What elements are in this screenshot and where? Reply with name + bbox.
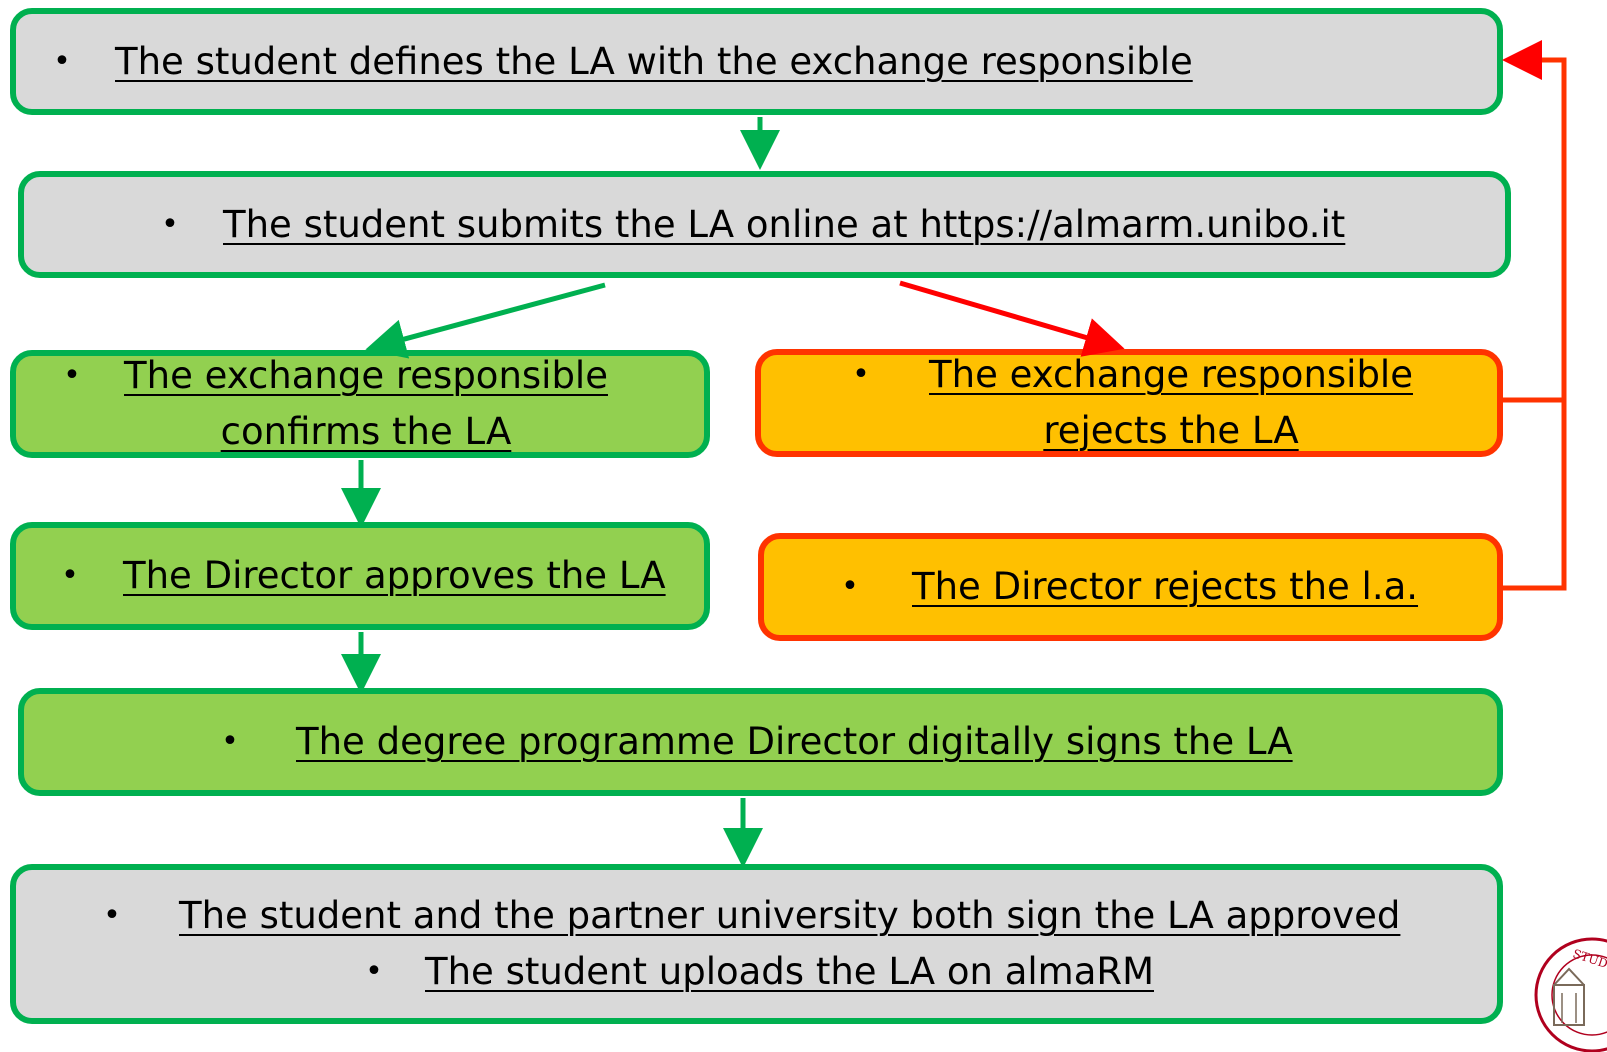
step-submit-line: • The student submits the LA online at h…	[24, 197, 1505, 253]
step-sign-director-line: • The degree programme Director digitall…	[24, 714, 1497, 770]
bullet: •	[63, 358, 81, 393]
step-define-line: • The student defines the LA with the ex…	[16, 34, 1497, 90]
bullet: •	[103, 898, 121, 933]
step-sign-director-text: The degree programme Director digitally …	[296, 720, 1293, 763]
step-sign-director-box: • The degree programme Director digitall…	[18, 688, 1503, 796]
step-define-box: • The student defines the LA with the ex…	[10, 8, 1503, 115]
bullet: •	[53, 43, 71, 79]
bullet: •	[365, 954, 383, 989]
step-submit-text: The student submits the LA online at htt…	[223, 202, 1346, 246]
step-final-box: • The student and the partner university…	[10, 864, 1503, 1024]
step-confirm-box: • The exchange responsible confirms the …	[10, 350, 710, 458]
university-seal-logo: STUDIORUM	[1534, 937, 1607, 1052]
step-reject-exchange-box: • The exchange responsible rejects the L…	[755, 349, 1503, 457]
step-approve-box: • The Director approves the LA	[10, 522, 710, 630]
step-reject-director-box: • The Director rejects the l.a.	[758, 533, 1503, 641]
step-final-sign-line: • The student and the partner university…	[16, 888, 1497, 944]
step-reject-director-line: • The Director rejects the l.a.	[764, 559, 1497, 615]
step-reject-director-text: The Director rejects the l.a.	[912, 565, 1419, 608]
step-reject-exchange-text: The exchange responsible rejects the LA	[929, 353, 1413, 452]
bullet: •	[841, 569, 859, 604]
bullet: •	[161, 206, 179, 242]
step-final-sign-text: The student and the partner university b…	[179, 894, 1401, 937]
step-submit-box: • The student submits the LA online at h…	[18, 171, 1511, 278]
step-upload-text: The student uploads the LA on almaRM	[425, 950, 1154, 993]
step-confirm-line: • The exchange responsible confirms the …	[16, 348, 704, 460]
step-confirm-text: The exchange responsible confirms the LA	[124, 354, 608, 453]
step-define-text: The student defines the LA with the exch…	[115, 39, 1193, 83]
bullet: •	[852, 357, 870, 392]
step-reject-exchange-line: • The exchange responsible rejects the L…	[761, 347, 1497, 459]
step-upload-line: • The student uploads the LA on almaRM	[16, 944, 1497, 1000]
step-approve-text: The Director approves the LA	[123, 554, 666, 597]
arrow-submit-to-confirm	[365, 282, 606, 359]
step-approve-line: • The Director approves the LA	[16, 548, 704, 604]
bullet: •	[221, 724, 239, 759]
arrow-reject-director-loop	[1502, 40, 1567, 591]
arrow-submit-to-reject-exchange	[899, 280, 1125, 357]
bullet: •	[61, 558, 79, 593]
